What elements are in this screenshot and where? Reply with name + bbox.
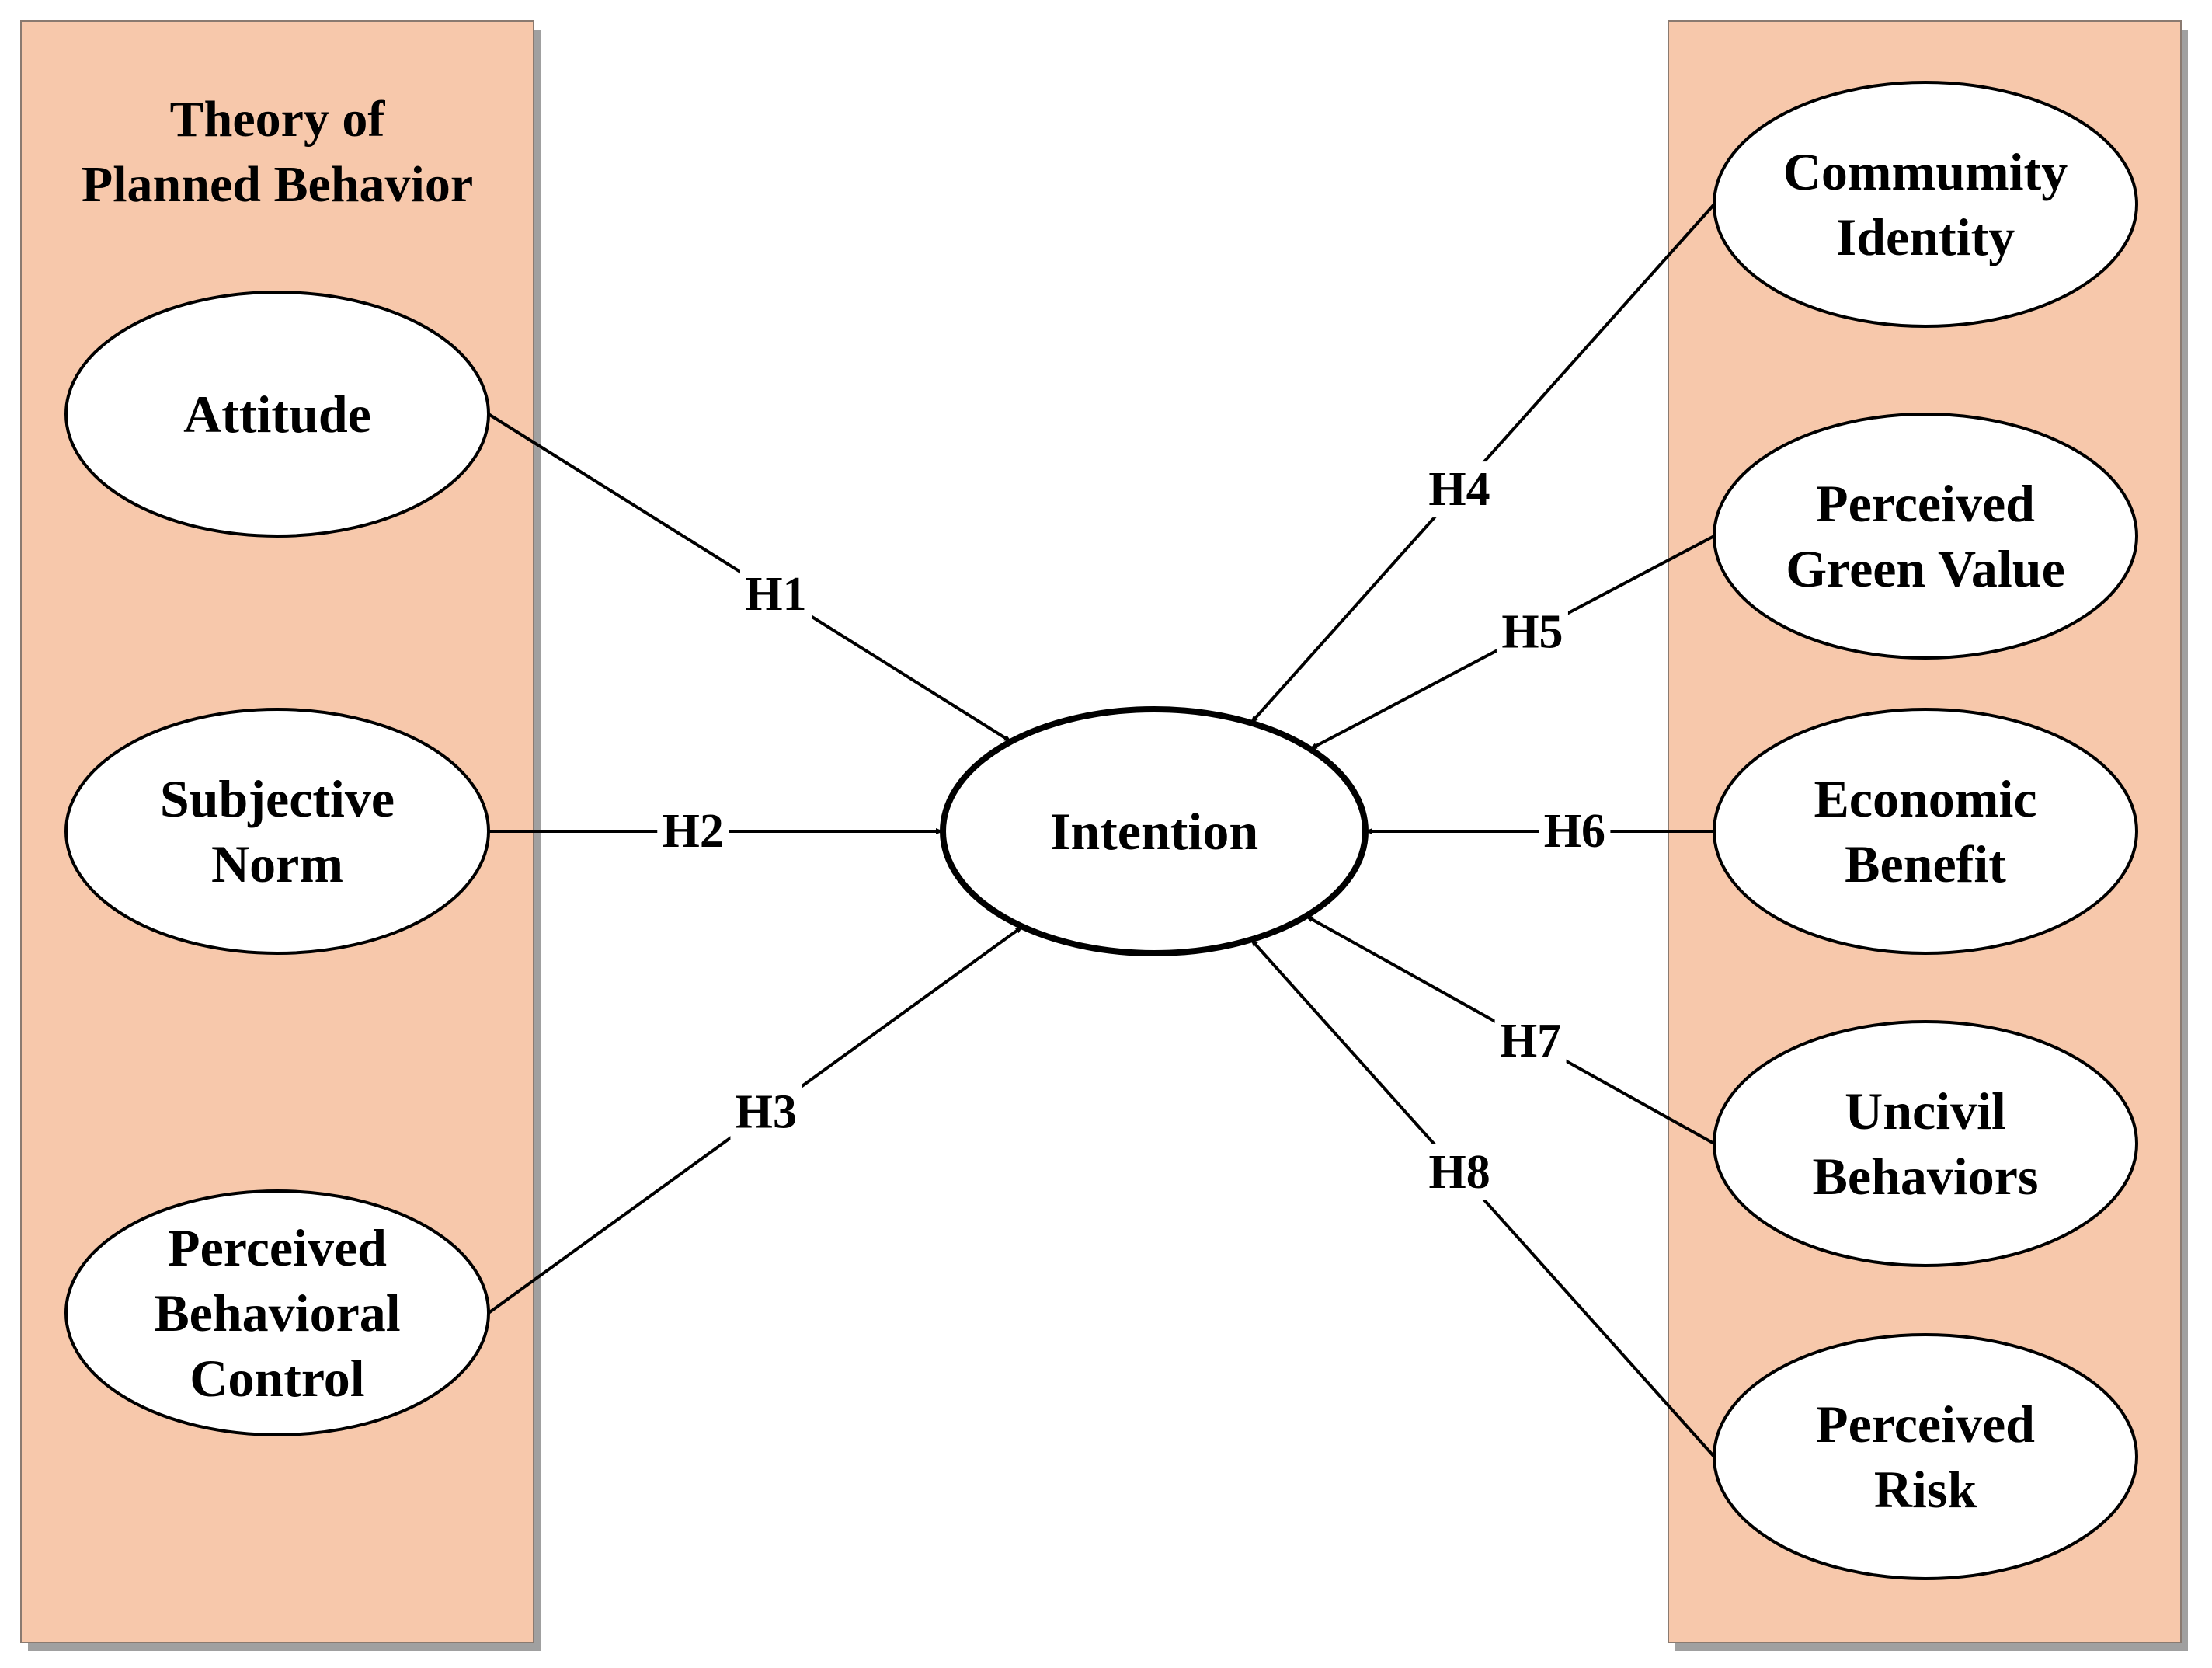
label-bg-h8 [1424, 1144, 1496, 1200]
panel-title-line-2: Planned Behavior [82, 156, 473, 213]
node-perceived-green-value-label-line-2: Green Value [1786, 539, 2065, 598]
node-perceived-green-value-label-line-1: Perceived [1816, 474, 2035, 533]
node-attitude: Attitude [64, 291, 490, 538]
label-bg-h4 [1424, 461, 1496, 518]
label-bg-h6 [1539, 803, 1611, 859]
label-bg-h3 [730, 1084, 802, 1140]
panel-title-line-1: Theory of [170, 91, 386, 148]
node-attitude-ellipse [64, 291, 490, 538]
node-perceived-behavioral-control-label-line-2: Behavioral [154, 1283, 400, 1342]
hypothesis-label-h5: H5 [1501, 605, 1563, 658]
panel-title: Theory of Planned Behavior [82, 91, 473, 213]
hypothesis-label-h6: H6 [1544, 805, 1605, 858]
node-community-identity-ellipse [1713, 81, 2138, 328]
node-uncivil-behaviors-label-line-2: Behaviors [1813, 1147, 2039, 1206]
node-perceived-behavioral-control-label-line-3: Control [190, 1349, 364, 1408]
node-community-identity-label-line-2: Identity [1836, 207, 2015, 266]
node-perceived-risk-ellipse [1713, 1333, 2138, 1580]
node-uncivil-behaviors-ellipse [1713, 1020, 2138, 1267]
label-bg-h1 [739, 566, 812, 622]
node-economic-benefit-label-line-2: Benefit [1845, 834, 2006, 893]
node-community-identity-label-line-1: Commumity [1783, 142, 2068, 201]
node-economic-benefit-label-line-1: Economic [1814, 769, 2036, 828]
node-subjective-norm-ellipse [64, 708, 490, 955]
label-bg-h2 [657, 803, 729, 859]
label-bg-h5 [1496, 604, 1568, 660]
node-perceived-risk-label-line-2: Risk [1874, 1460, 1977, 1519]
label-bg-h7 [1494, 1013, 1567, 1070]
node-economic-benefit-ellipse [1713, 708, 2138, 955]
hypothesis-label-h8: H8 [1429, 1146, 1490, 1199]
node-intention-ellipse [940, 706, 1369, 956]
node-attitude-label-line-1: Attitude [183, 385, 371, 444]
hypothesis-label-h1: H1 [745, 568, 806, 621]
node-intention: Intention [940, 706, 1369, 956]
node-subjective-norm-label-line-2: Norm [211, 834, 343, 893]
hypothesis-label-h4: H4 [1428, 463, 1490, 516]
node-perceived-behavioral-control-label-line-1: Perceived [168, 1218, 387, 1277]
node-perceived-behavioral-control-ellipse [64, 1189, 490, 1436]
node-intention-label-line-1: Intention [1050, 802, 1258, 861]
hypothesis-label-h2: H2 [663, 805, 724, 858]
node-uncivil-behaviors-label-line-1: Uncivil [1845, 1081, 2006, 1140]
node-perceived-green-value-ellipse [1713, 413, 2138, 660]
hypothesis-label-h3: H3 [736, 1085, 797, 1138]
construct-nodes: AttitudeSubjectiveNormPerceivedBehaviora… [64, 81, 2138, 1580]
node-perceived-risk-label-line-1: Perceived [1816, 1395, 2035, 1454]
node-subjective-norm-label-line-1: Subjective [160, 769, 395, 828]
hypothesis-label-h7: H7 [1500, 1015, 1561, 1067]
